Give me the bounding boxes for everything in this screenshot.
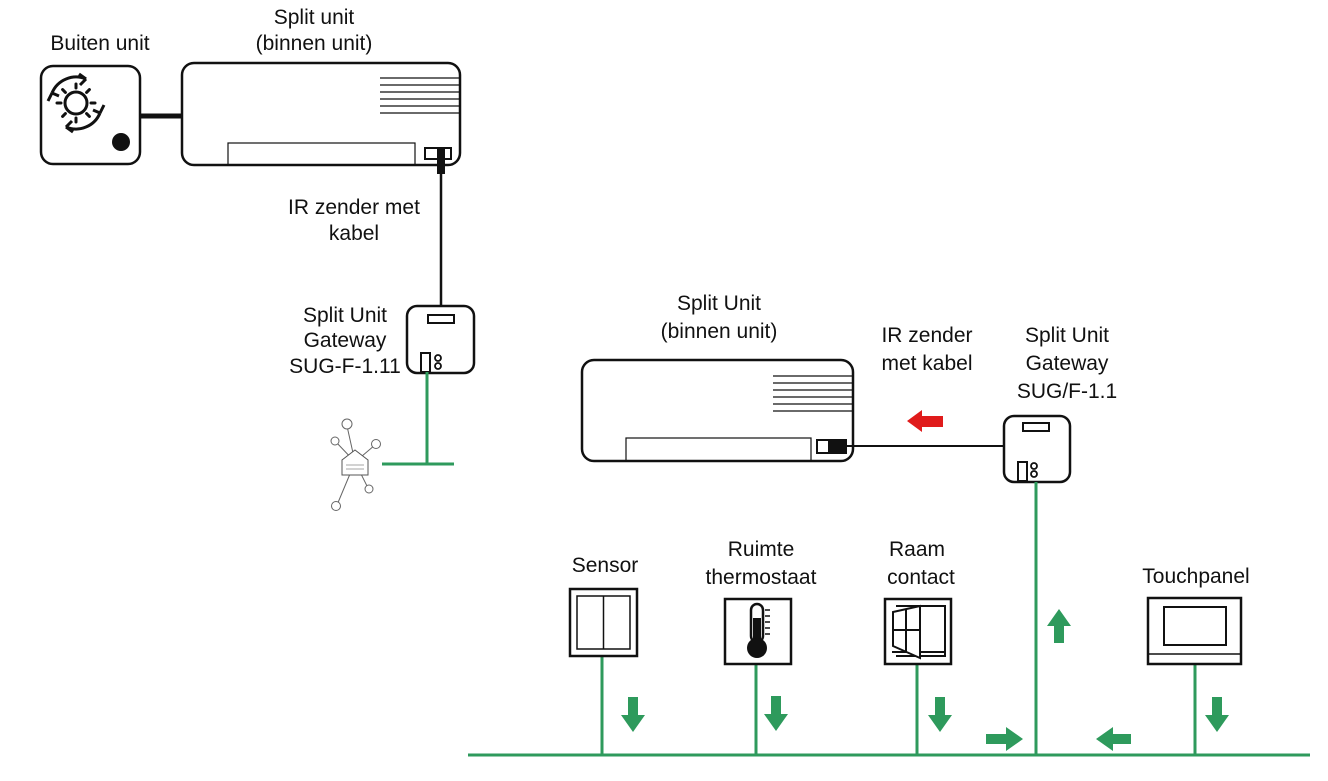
free-at-home-hub-icon	[330, 418, 381, 511]
window-contact-label-line1: Raam	[889, 538, 945, 561]
gateway-2-label-line3: SUG/F-1.1	[1017, 380, 1117, 403]
arrow-down-touchpanel	[1205, 697, 1229, 732]
thermostat-device	[723, 597, 793, 666]
arrow-down-thermostat	[764, 696, 788, 731]
touchpanel-label: Touchpanel	[1142, 565, 1249, 588]
ir-sender-1-label-line1: IR zender met	[288, 196, 420, 219]
thermostat-label-line2: thermostaat	[706, 566, 817, 589]
ir-direction-arrow	[907, 410, 943, 432]
arrow-down-window-contact	[928, 697, 952, 732]
bus-line-1	[382, 372, 454, 466]
arrow-down-sensor	[621, 697, 645, 732]
outdoor-unit	[39, 64, 142, 166]
gateway-1	[405, 304, 476, 375]
sensor-label: Sensor	[572, 554, 639, 577]
thermostat-label-line1: Ruimte	[728, 538, 795, 561]
gateway-1-label-line2: Gateway	[304, 329, 387, 352]
window-contact-label-line2: contact	[887, 566, 955, 589]
fan-cycle-icon	[46, 72, 106, 134]
touchpanel-device	[1146, 596, 1243, 666]
gateway-2	[1002, 414, 1072, 484]
touchpanel-icon	[1146, 596, 1243, 666]
window-icon	[892, 604, 946, 660]
gateway-2-label-line1: Split Unit	[1025, 324, 1109, 347]
split-unit-2-label-line2: (binnen unit)	[661, 320, 778, 343]
split-unit-1	[180, 61, 462, 167]
split-unit-2	[580, 358, 855, 463]
bus-direction-arrows	[621, 609, 1229, 751]
arrow-up-gateway	[1047, 609, 1071, 643]
split-unit-1-label-line1: Split unit	[274, 6, 355, 29]
gateway-2-label-line2: Gateway	[1026, 352, 1109, 375]
main-bus	[468, 482, 1310, 757]
split-unit-1-label-line2: (binnen unit)	[256, 32, 373, 55]
arrow-right-bus	[986, 727, 1023, 751]
ir-sender-1-label-line2: kabel	[329, 222, 379, 245]
arrow-left-bus	[1096, 727, 1131, 751]
split-unit-2-label-line1: Split Unit	[677, 292, 761, 315]
outdoor-unit-label: Buiten unit	[50, 32, 149, 55]
ir-sender-2-label-line2: met kabel	[881, 352, 972, 375]
thermometer-icon	[747, 602, 770, 658]
ir-sender-2-label-line1: IR zender	[881, 324, 972, 347]
gateway-1-label-line1: Split Unit	[303, 304, 387, 327]
window-contact-device	[883, 597, 953, 666]
gateway-1-label-line3: SUG-F-1.11	[289, 355, 401, 378]
sensor-device	[568, 587, 639, 658]
